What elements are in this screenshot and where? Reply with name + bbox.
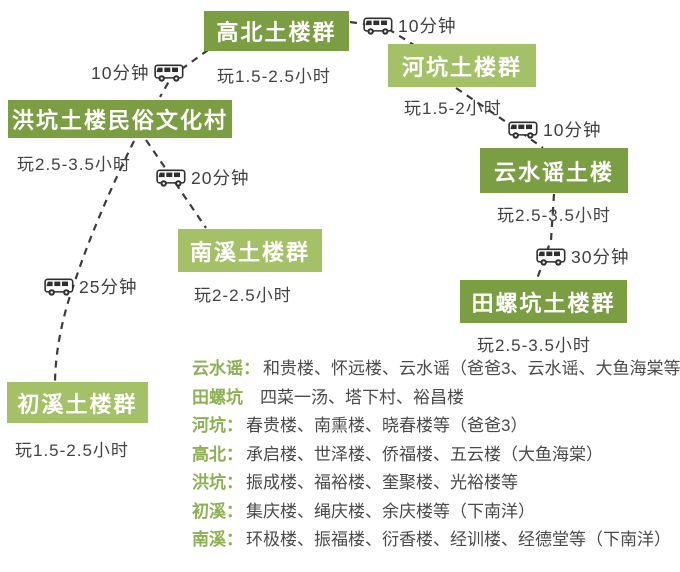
legend-content: 承启楼、世泽楼、侨福楼、五云楼（大鱼海棠） bbox=[246, 444, 603, 464]
node-label: 南溪土楼群 bbox=[189, 239, 310, 265]
minibus-icon bbox=[44, 276, 74, 298]
legend-row-hongkeng: 洪坑：振成楼、福裕楼、奎聚楼、光裕楼等 bbox=[192, 473, 680, 493]
legend-row-yunshuiyao: 云水谣：和贵楼、怀远楼、云水谣（爸爸3、云水谣、大鱼海棠等） bbox=[192, 359, 680, 379]
legend-content: 集庆楼、绳庆楼、余庆楼等（下南洋） bbox=[246, 501, 535, 521]
minibus-icon bbox=[363, 15, 393, 37]
route-node-tianluokeng: 田螺坑土楼群 bbox=[460, 280, 627, 323]
legend-row-gaobei: 高北：承启楼、世泽楼、侨福楼、五云楼（大鱼海棠） bbox=[192, 444, 680, 465]
node-label: 洪坑土楼民俗文化村 bbox=[11, 108, 228, 133]
minibus-icon bbox=[536, 246, 566, 268]
route-node-chuxi: 初溪土楼群 bbox=[7, 382, 148, 423]
legend: 云水谣：和贵楼、怀远楼、云水谣（爸爸3、云水谣、大鱼海棠等） 田螺坑四菜一汤、塔… bbox=[192, 359, 680, 560]
legend-content: 和贵楼、怀远楼、云水谣（爸爸3、云水谣、大鱼海棠等） bbox=[263, 359, 680, 378]
node-duration-nanxi: 玩2-2.5小时 bbox=[194, 286, 292, 305]
legend-content: 振成楼、福裕楼、奎聚楼、光裕楼等 bbox=[246, 473, 518, 492]
route-node-hekeng: 河坑土楼群 bbox=[388, 44, 536, 87]
transit-time: 25分钟 bbox=[79, 277, 138, 297]
node-label: 河坑土楼群 bbox=[401, 54, 522, 80]
transit-time: 10分钟 bbox=[398, 16, 457, 36]
dashed-line-gaobei-hekeng bbox=[349, 20, 415, 46]
node-label: 初溪土楼群 bbox=[17, 391, 138, 417]
dashed-line-hongkeng-nanxi bbox=[145, 139, 207, 229]
legend-label: 田螺坑 bbox=[192, 387, 243, 407]
dashed-line-yunshuiyao-tianluokeng bbox=[535, 193, 556, 280]
dashed-line-hongkeng-chuxi bbox=[53, 140, 135, 382]
legend-content: 四菜一汤、塔下村、裕昌楼 bbox=[260, 387, 464, 407]
node-label: 高北土楼群 bbox=[216, 20, 337, 45]
legend-label: 云水谣： bbox=[192, 359, 260, 378]
transit-time: 30分钟 bbox=[571, 247, 630, 267]
minibus-icon bbox=[508, 119, 538, 141]
route-node-hongkeng: 洪坑土楼民俗文化村 bbox=[8, 100, 232, 138]
minibus-icon bbox=[154, 62, 184, 84]
transit-yunshuiyao-tianluokeng: 30分钟 bbox=[536, 244, 629, 269]
legend-row-hekeng: 河坑：春贵楼、南熏楼、晓春楼等（爸爸3） bbox=[192, 416, 680, 436]
route-node-gaobei: 高北土楼群 bbox=[204, 11, 349, 51]
legend-row-tianluokeng: 田螺坑四菜一汤、塔下村、裕昌楼 bbox=[192, 387, 680, 408]
legend-label: 初溪： bbox=[192, 501, 243, 521]
legend-content: 春贵楼、南熏楼、晓春楼等（爸爸3） bbox=[246, 416, 528, 435]
transit-gaobei-hongkeng: 10分钟 bbox=[91, 60, 184, 85]
node-duration-hekeng: 玩1.5-2小时 bbox=[404, 99, 502, 118]
node-duration-yunshuiyao: 玩2.5-3.5小时 bbox=[497, 206, 611, 225]
route-node-nanxi: 南溪土楼群 bbox=[178, 229, 322, 272]
transit-time: 10分钟 bbox=[543, 120, 602, 140]
transit-time: 20分钟 bbox=[191, 168, 250, 188]
minibus-icon bbox=[156, 167, 186, 189]
legend-label: 高北： bbox=[192, 444, 243, 464]
legend-label: 洪坑： bbox=[192, 473, 243, 492]
route-node-yunshuiyao: 云水谣土楼 bbox=[480, 148, 628, 193]
node-label: 田螺坑土楼群 bbox=[471, 290, 616, 316]
legend-row-nanxi: 南溪：环极楼、振福楼、衍香楼、经训楼、经德堂等（下南洋） bbox=[192, 530, 680, 550]
transit-hongkeng-chuxi: 25分钟 bbox=[44, 274, 137, 299]
node-duration-tianluokeng: 玩2.5-3.5小时 bbox=[477, 336, 591, 355]
legend-row-chuxi: 初溪：集庆楼、绳庆楼、余庆楼等（下南洋） bbox=[192, 501, 680, 522]
node-label: 云水谣土楼 bbox=[493, 159, 614, 185]
transit-hekeng-yunshuiyao: 10分钟 bbox=[508, 117, 601, 142]
transit-time: 10分钟 bbox=[91, 63, 150, 83]
legend-content: 环极楼、振福楼、衍香楼、经训楼、经德堂等（下南洋） bbox=[246, 530, 671, 549]
node-duration-gaobei: 玩1.5-2.5小时 bbox=[217, 67, 331, 86]
transit-hongkeng-nanxi: 20分钟 bbox=[156, 165, 249, 190]
node-duration-chuxi: 玩1.5-2.5小时 bbox=[15, 441, 129, 460]
legend-label: 河坑： bbox=[192, 416, 243, 435]
legend-label: 南溪： bbox=[192, 530, 243, 549]
transit-gaobei-hekeng: 10分钟 bbox=[363, 13, 456, 38]
node-duration-hongkeng: 玩2.5-3.5小时 bbox=[17, 155, 131, 174]
